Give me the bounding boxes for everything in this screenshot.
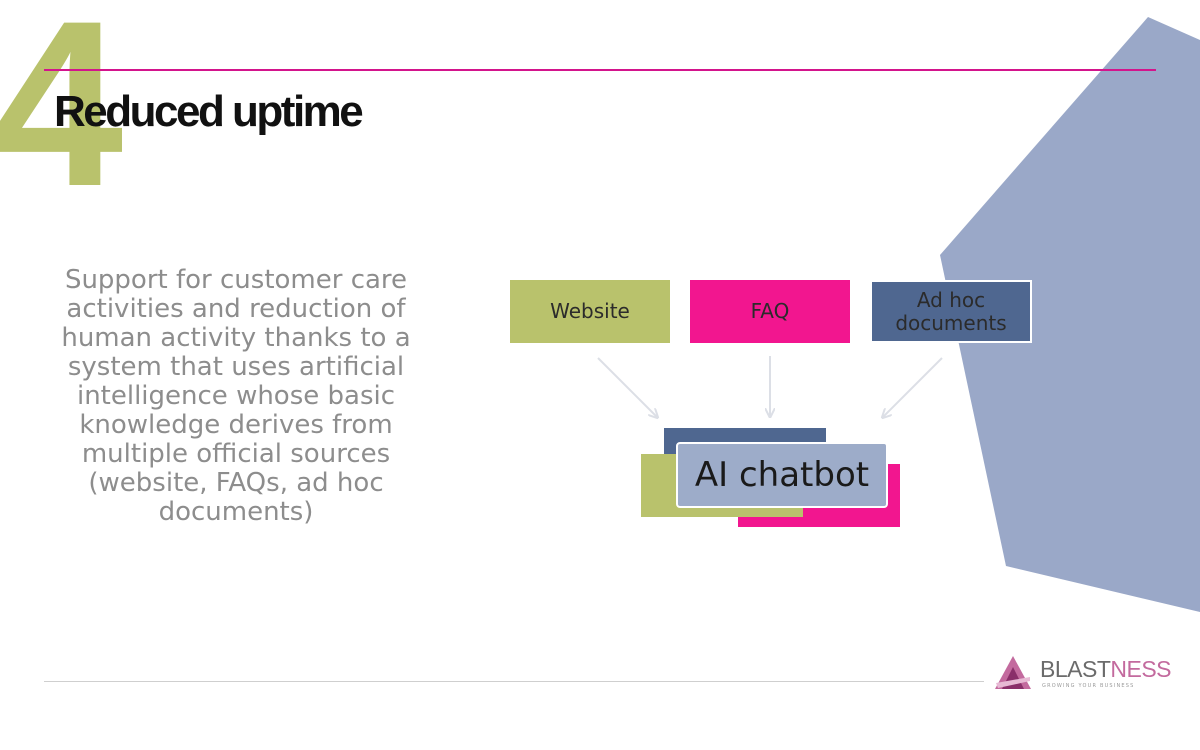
- slide-body-text: Support for customer care activities and…: [61, 265, 411, 527]
- slide-number: 4: [0, 0, 124, 236]
- arrow-adhoc: [883, 357, 943, 417]
- source-adhoc-documents-box: Ad hoc documents: [870, 280, 1032, 343]
- ai-chatbot-box: AI chatbot: [676, 442, 888, 508]
- source-faq-box: FAQ: [690, 280, 850, 343]
- logo-tagline: GROWING YOUR BUSINESS: [1042, 683, 1135, 689]
- logo-name-part2: NESS: [1110, 656, 1172, 682]
- blastness-logo-text: BLASTNESS: [1040, 656, 1172, 683]
- footer-divider: [44, 681, 984, 682]
- source-website-box: Website: [510, 280, 670, 343]
- slide-title: Reduced uptime: [54, 87, 364, 136]
- logo-name-part1: BLAST: [1040, 656, 1111, 682]
- blastness-logo-icon: [995, 656, 1031, 689]
- arrow-website: [597, 357, 657, 417]
- title-divider: [44, 69, 1156, 71]
